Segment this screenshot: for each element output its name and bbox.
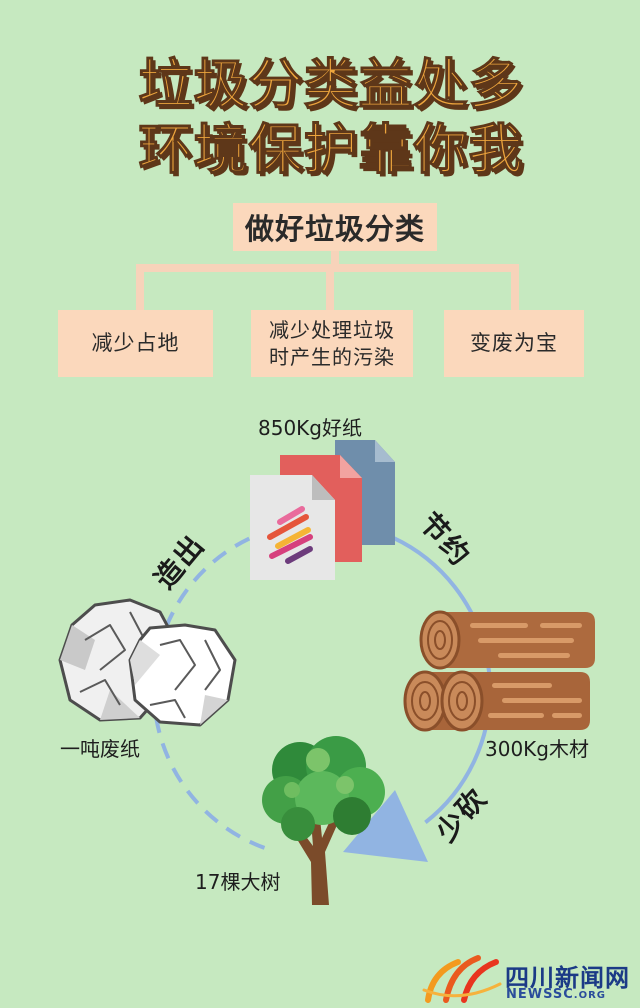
logo-domain-main: NEWSSC <box>506 987 574 1002</box>
logo-domain-suffix: .ORG <box>573 990 607 1001</box>
logo-domain: NEWSSC.ORG <box>506 987 606 1002</box>
benefit-text: 变废为宝 <box>470 331 558 355</box>
root-node-label: 做好垃圾分类 <box>244 212 425 246</box>
tree-icon <box>262 736 385 905</box>
connector-lines <box>136 247 519 314</box>
logo-flame-icon <box>422 955 502 1003</box>
cycle-arc-solid <box>392 535 493 824</box>
benefit-text: 减少占地 <box>91 331 180 355</box>
title-line-2: 环境保护靠你我 <box>138 118 524 181</box>
cycle-arrow-head <box>343 790 428 862</box>
documents-icon <box>250 440 395 580</box>
benefit-box-pollution: 减少处理垃圾 时产生的污染 <box>251 310 413 377</box>
benefit-box-land: 减少占地 <box>58 310 213 377</box>
label-waste-paper: 一吨废纸 <box>60 737 140 761</box>
title-line-1: 垃圾分类益处多 <box>138 53 524 116</box>
crumpled-paper-icon <box>58 598 237 727</box>
logo-name: 四川新闻网 <box>505 964 630 992</box>
root-node-box: 做好垃圾分类 <box>233 203 437 251</box>
benefit-box-treasure: 变废为宝 <box>444 310 584 377</box>
label-trees: 17棵大树 <box>195 870 281 894</box>
wood-logs-icon <box>403 610 595 732</box>
label-wood: 300Kg木材 <box>485 737 589 761</box>
label-good-paper: 850Kg好纸 <box>258 416 362 440</box>
benefit-text-line-1: 减少处理垃圾 <box>269 317 395 342</box>
benefit-text-line-2: 时产生的污染 <box>269 344 395 369</box>
